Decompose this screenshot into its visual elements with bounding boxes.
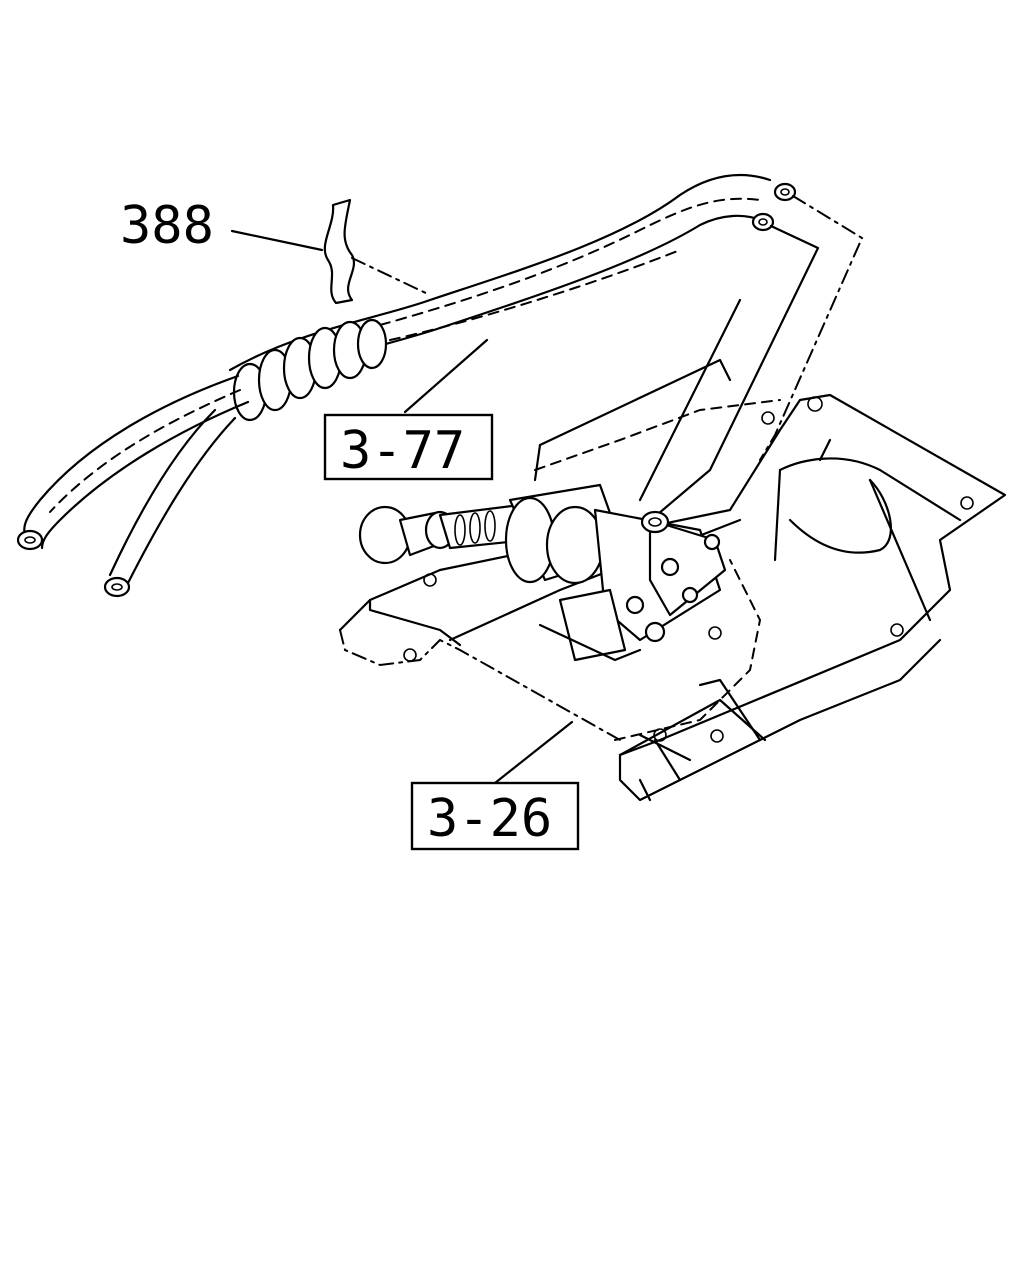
bolt-hole-icon bbox=[807, 396, 823, 412]
hose-end-fitting-icon bbox=[773, 182, 797, 202]
mounting-bracket bbox=[338, 358, 1007, 802]
routing-lines bbox=[638, 195, 864, 527]
bolt-hole-icon bbox=[403, 648, 417, 662]
reference-box-3-77[interactable] bbox=[323, 413, 494, 481]
hose-assembly bbox=[16, 173, 797, 598]
reference-label-3-77: 3-77 bbox=[340, 421, 465, 481]
reference-label-3-26: 3-26 bbox=[427, 789, 552, 849]
bolt-hole-icon bbox=[761, 411, 775, 425]
hose-end-fitting-icon bbox=[103, 576, 131, 598]
clutch-master-cylinder bbox=[358, 483, 727, 662]
bolt-hole-icon bbox=[423, 573, 437, 587]
reference-box-3-26[interactable] bbox=[410, 781, 580, 851]
bolt-hole-icon bbox=[960, 496, 974, 510]
hose-end-fitting-icon bbox=[751, 212, 775, 232]
clip-388 bbox=[230, 198, 431, 305]
leader-3-77 bbox=[403, 338, 489, 414]
part-number-388: 388 bbox=[120, 196, 214, 256]
bolt-hole-icon bbox=[653, 728, 667, 742]
bolt-hole-icon bbox=[890, 623, 904, 637]
hose-end-fitting-icon bbox=[16, 529, 44, 551]
leader-3-26 bbox=[493, 720, 574, 785]
bolt-hole-icon bbox=[710, 729, 724, 743]
bolt-hole-icon bbox=[708, 626, 722, 640]
